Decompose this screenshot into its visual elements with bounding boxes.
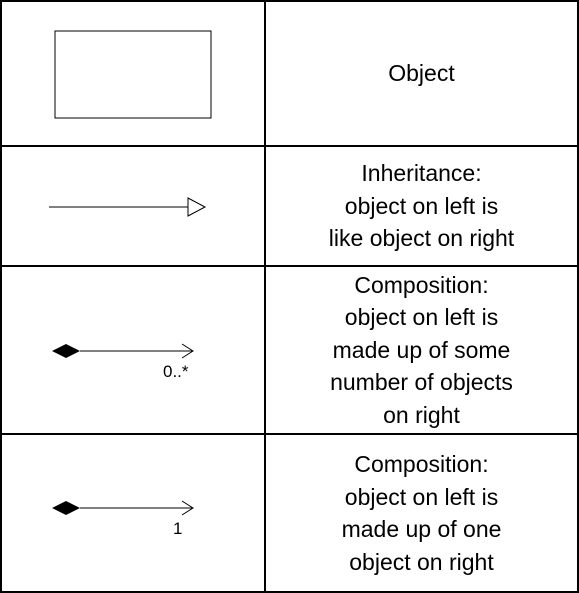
description-cell-inheritance: Inheritance: object on left is like obje… [266, 147, 577, 265]
multiplicity-label-many: 0..* [163, 362, 189, 381]
object-box-symbol [54, 30, 212, 119]
description-inheritance: Inheritance: object on left is like obje… [329, 157, 514, 255]
description-line: Composition: [354, 451, 489, 477]
description-line: object on left is [344, 483, 499, 510]
description-line: like object on right [328, 225, 515, 252]
description-line: made up of some [332, 336, 511, 363]
description-cell-object: Object [266, 2, 577, 145]
inheritance-arrow-symbol [49, 197, 207, 217]
description-line: on right [383, 401, 460, 428]
description-line: object on right [349, 548, 494, 575]
description-cell-composition-one: Composition: object on left is made up o… [266, 435, 577, 591]
description-line: made up of one [341, 516, 502, 542]
description-object: Object [388, 57, 454, 90]
description-cell-composition-many: Composition: object on left is made up o… [266, 267, 577, 433]
description-line: Inheritance: [361, 160, 482, 187]
composition-many-symbol [52, 343, 194, 359]
description-composition-many: Composition: object on left is made up o… [330, 269, 513, 432]
description-line: object on left is [344, 304, 499, 331]
description-line: number of objects [330, 369, 513, 396]
description-line: Object [388, 60, 455, 87]
description-line: object on left is [344, 192, 499, 219]
description-line: Composition: [354, 271, 489, 298]
multiplicity-label-one: 1 [173, 519, 183, 538]
composition-one-symbol [52, 500, 194, 516]
description-composition-one: Composition: object on left is made up o… [342, 448, 502, 578]
